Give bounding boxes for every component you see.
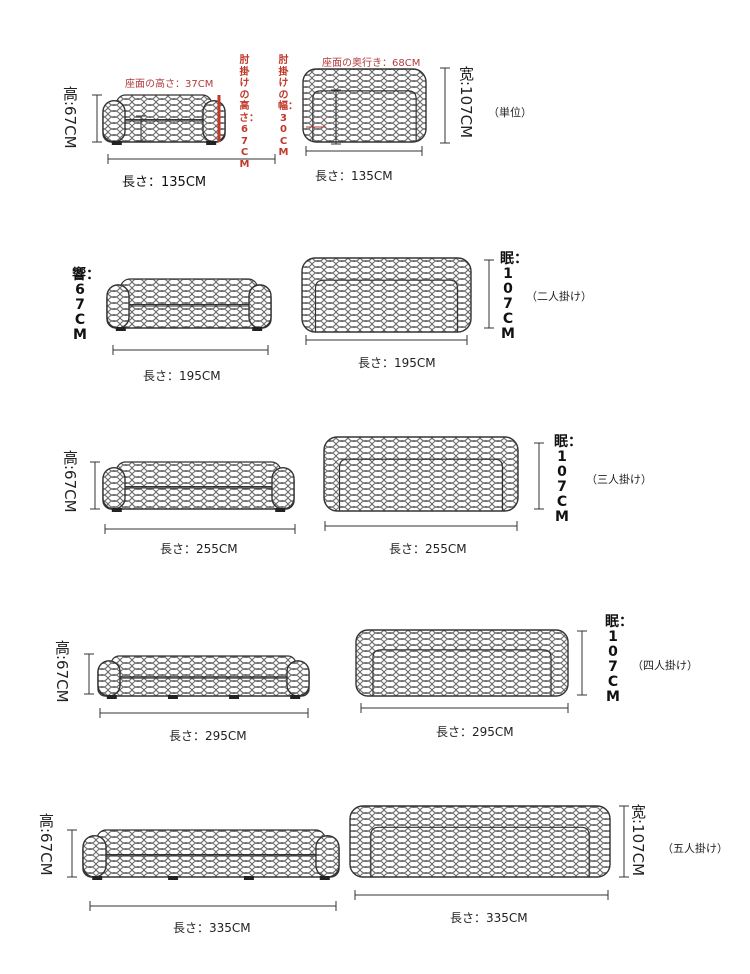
row5-width-label: 宽:107CM (629, 804, 647, 877)
row4-top-length: 長さ：295CM (436, 725, 514, 739)
row5-front-sofa-arm-left (82, 834, 107, 878)
row1-top-sofa-outline (302, 68, 427, 143)
row4-height-label: 高:67CM (53, 640, 71, 703)
row4-front-length: 長さ：295CM (169, 729, 247, 743)
row5-front-sofa-leg-4 (319, 876, 330, 880)
row2-top-length: 長さ：195CM (358, 356, 436, 370)
row1-seat-depth: 座面の奥行き：68CM (322, 58, 421, 69)
row2-top-sofa-outline (301, 257, 472, 333)
row4-top-sofa-outline (355, 629, 569, 697)
row3-front-length: 長さ：255CM (160, 542, 238, 556)
row1-armrest-height: 肘掛けの高さ：67CM (239, 55, 259, 170)
row3-top-sofa-seat-outline (338, 458, 504, 511)
row1-front-sofa-leg-1 (111, 141, 122, 145)
row1-top-length: 長さ：135CM (315, 169, 393, 183)
row2-seats: （二人掛け） (526, 290, 592, 303)
row5-top-sofa-outline (349, 805, 611, 878)
row1-front-length: 長さ：135CM (122, 175, 207, 190)
row4-front-sofa-leg-1 (106, 695, 117, 699)
row4-seats: （四人掛け） (632, 659, 698, 672)
row4-top-sofa-seat-outline (372, 649, 552, 696)
row1-front-sofa-back (115, 94, 213, 122)
units-note: （単位） (488, 106, 532, 119)
row1-front-sofa-arm-right (202, 99, 226, 143)
row1-top-sofa-seat-outline (312, 90, 417, 142)
row1-height-label: 高:67CM (61, 86, 79, 149)
row5-front-sofa-arm-right (315, 834, 340, 878)
row1-front-sofa-arm-left (102, 99, 126, 143)
row5-front-sofa-leg-2 (168, 876, 179, 880)
row5-height-label: 高:67CM (37, 813, 55, 876)
row3-top-length: 長さ：255CM (389, 542, 467, 556)
row2-front-length: 長さ：195CM (143, 369, 221, 383)
row4-front-sofa-arm-right (286, 660, 310, 697)
row5-front-sofa-leg-1 (92, 876, 103, 880)
row3-top-sofa-outline (323, 436, 519, 512)
row1-armrest-width: 肘掛けの幅：30CM (278, 55, 298, 158)
row2-front-sofa-leg-2 (252, 327, 263, 331)
row5-top-sofa-seat-outline (370, 826, 590, 877)
row2-front-sofa-leg-1 (115, 327, 126, 331)
row2-front-sofa-back (119, 278, 259, 307)
row2-front-sofa-arm-right (248, 284, 272, 329)
row3-depth-label: 眠：107CM (554, 434, 582, 525)
row2-front-sofa-arm-left (106, 284, 130, 329)
row2-height-label: 響：67CM (72, 267, 100, 343)
row3-front-sofa-back (115, 461, 282, 489)
row3-front-sofa-leg-2 (275, 508, 286, 512)
row5-front-sofa-leg-3 (243, 876, 254, 880)
row2-depth-label: 眠：107CM (500, 251, 528, 342)
row4-front-sofa-back (110, 655, 297, 679)
row5-front-sofa-back (96, 829, 326, 857)
row1-seat-height: 座面の高さ：37CM (125, 79, 214, 90)
row4-front-sofa-leg-4 (290, 695, 301, 699)
row4-front-sofa-arm-left (97, 660, 121, 697)
row3-front-sofa-leg-1 (111, 508, 122, 512)
row5-front-length: 長さ：335CM (173, 921, 251, 935)
row4-front-sofa-leg-3 (229, 695, 240, 699)
row3-seats: （三人掛け） (586, 473, 652, 486)
row4-front-sofa-leg-2 (167, 695, 178, 699)
row1-width-label: 宽:107CM (457, 66, 475, 139)
row3-front-sofa-arm-right (271, 466, 295, 510)
row5-top-length: 長さ：335CM (450, 911, 528, 925)
row3-front-sofa-arm-left (102, 466, 126, 510)
row1-front-sofa-leg-2 (206, 141, 217, 145)
row3-height-label: 高:67CM (61, 450, 79, 513)
row2-top-sofa-seat-outline (314, 279, 459, 332)
row5-seats: （五人掛け） (662, 842, 728, 855)
row4-depth-label: 眠：107CM (605, 614, 633, 705)
